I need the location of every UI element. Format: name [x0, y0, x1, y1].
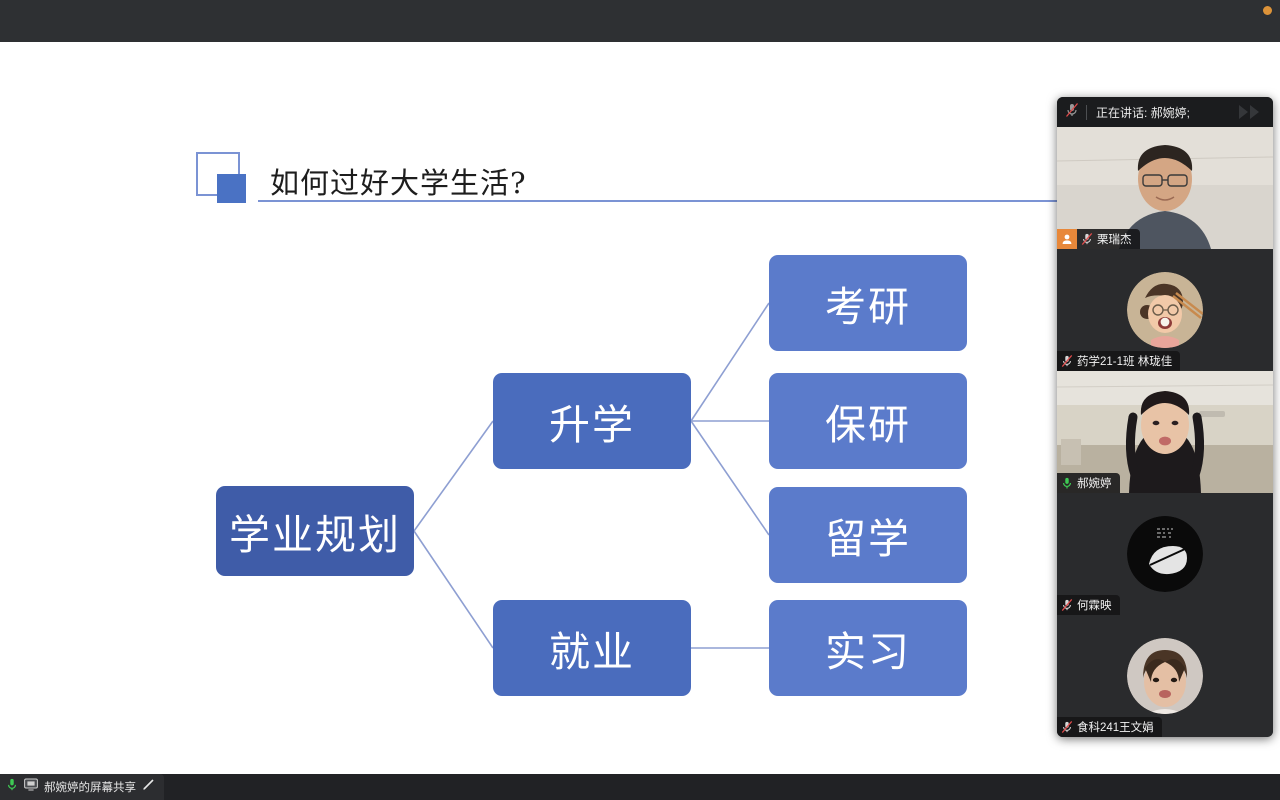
participant-tiles: 栗瑞杰: [1057, 127, 1273, 737]
taskbar: 郝婉婷的屏幕共享: [0, 774, 1280, 800]
mic-off-icon: [1057, 598, 1077, 612]
host-badge-icon: [1057, 229, 1077, 249]
participant-tile-5[interactable]: 食科241王文娟: [1057, 615, 1273, 737]
participant-name-chip: 食科241王文娟: [1057, 717, 1162, 737]
participant-video-feed: [1057, 127, 1273, 249]
monitor-icon[interactable]: [24, 778, 38, 796]
participant-tile-1[interactable]: 栗瑞杰: [1057, 127, 1273, 249]
mindmap: 学业规划 升学 就业 考研 保研 留学 实习: [0, 42, 1280, 774]
mindmap-node-root: 学业规划: [216, 486, 414, 576]
participant-name: 郝婉婷: [1077, 478, 1112, 490]
slide-title-block: 如何过好大学生活?: [196, 152, 1076, 222]
participant-name: 何霖映: [1077, 600, 1112, 612]
participant-tile-2[interactable]: 药学21-1班 林珑佳: [1057, 249, 1273, 371]
panel-header: 正在讲话: 郝婉婷;: [1057, 97, 1273, 127]
mindmap-node-leaf-kaoyan: 考研: [769, 255, 967, 351]
participant-video-panel[interactable]: 正在讲话: 郝婉婷;: [1057, 97, 1273, 737]
screen-share-label: 郝婉婷的屏幕共享: [44, 782, 136, 794]
page-title: 如何过好大学生活?: [270, 166, 527, 200]
mindmap-node-branch-1: 升学: [493, 373, 691, 469]
pencil-icon[interactable]: [142, 778, 155, 796]
participant-tile-3[interactable]: 郝婉婷: [1057, 371, 1273, 493]
participant-name-chip: 药学21-1班 林珑佳: [1057, 351, 1181, 371]
screen-share-indicator[interactable]: 郝婉婷的屏幕共享: [0, 774, 164, 800]
participant-name: 药学21-1班 林珑佳: [1077, 356, 1173, 368]
participant-name: 栗瑞杰: [1097, 234, 1132, 246]
mindmap-node-leaf-shixi: 实习: [769, 600, 967, 696]
mindmap-node-leaf-liuxue: 留学: [769, 487, 967, 583]
header-divider: [1086, 104, 1087, 120]
mic-off-icon: [1057, 354, 1077, 368]
title-underline-rule: [258, 200, 1057, 202]
mindmap-node-leaf-baoyan: 保研: [769, 373, 967, 469]
window-top-bar: [0, 0, 1280, 42]
avatar: [1127, 516, 1203, 592]
participant-name-chip: 栗瑞杰: [1057, 229, 1140, 249]
status-indicator-dot: [1263, 6, 1272, 15]
decorative-square-filled: [217, 174, 246, 203]
mic-off-icon: [1077, 232, 1097, 246]
active-speaker-label: 正在讲话: 郝婉婷;: [1096, 105, 1191, 120]
participant-name-chip: 何霖映: [1057, 595, 1120, 615]
mic-on-icon: [1057, 476, 1077, 490]
mindmap-node-branch-2: 就业: [493, 600, 691, 696]
mic-off-icon: [1065, 102, 1079, 123]
mic-off-icon: [1057, 720, 1077, 734]
mindmap-connectors: [413, 302, 770, 649]
avatar: [1127, 638, 1203, 714]
collapse-chevrons-icon[interactable]: [1233, 97, 1273, 127]
participant-name: 食科241王文娟: [1077, 722, 1154, 734]
participant-video-feed: [1057, 371, 1273, 493]
avatar: [1127, 272, 1203, 348]
participant-name-chip: 郝婉婷: [1057, 473, 1120, 493]
mic-on-icon[interactable]: [6, 777, 18, 797]
participant-tile-4[interactable]: 何霖映: [1057, 493, 1273, 615]
